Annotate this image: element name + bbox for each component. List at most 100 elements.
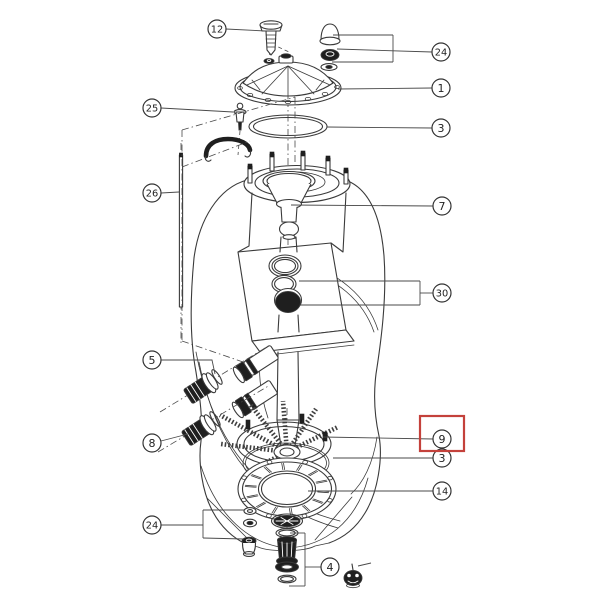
flange-bolt-hole (302, 460, 308, 465)
callout-circle (142, 98, 162, 118)
callout-circle (320, 557, 340, 577)
callout-number: 24 (435, 47, 447, 58)
callout-9: 9 (322, 429, 452, 449)
flange-bolt-hole (301, 513, 308, 519)
neck-studs (247, 150, 349, 185)
drain-plug-assembly (270, 513, 304, 584)
callout-number: 1 (438, 82, 445, 95)
drain-oring-bottom (277, 574, 297, 584)
fastener-set-bottom (241, 507, 258, 557)
flange-bolt-hole (327, 498, 333, 503)
callout-number: 7 (439, 200, 446, 213)
leader-line (336, 48, 433, 53)
callout-number: 8 (149, 437, 156, 450)
hex-nut (320, 49, 340, 61)
leader-line (225, 28, 267, 32)
flange-bolt-hole (327, 475, 333, 481)
callout-5: 5 (142, 350, 216, 375)
callout-circle (207, 19, 227, 39)
leader-line (290, 204, 434, 207)
callouts-layer: 12 24 1 3 25 26 7 30 5 8 9 3 14 24 4 (142, 19, 466, 587)
fitting-oring-upper (211, 369, 223, 385)
callout-circle (432, 429, 452, 449)
callout-circle (142, 350, 162, 370)
center-rod (178, 143, 184, 345)
washer (320, 63, 338, 71)
callout-circle (142, 183, 162, 203)
callout-25: 25 (142, 98, 234, 118)
callout-circle (432, 448, 452, 468)
callout-circle (431, 78, 451, 98)
callout-circle (432, 196, 452, 216)
callout-circle (431, 118, 451, 138)
flange-bolt-holes (241, 459, 333, 519)
callout-number: 30 (436, 288, 448, 299)
callout-24: 24 (142, 509, 245, 540)
small-knob-part (343, 562, 372, 589)
callout-number: 5 (149, 354, 156, 367)
elbow-pipes (157, 344, 279, 453)
bulkhead-fitting-upper (183, 372, 219, 404)
fitting-oring-lower (209, 411, 221, 427)
cap-nut (319, 23, 341, 46)
spider-gasket (270, 513, 304, 529)
callout-circle (142, 433, 162, 453)
callout-24: 24 (332, 34, 451, 63)
callout-circle (142, 515, 162, 535)
callout-circle (432, 283, 452, 303)
callout-4: 4 (289, 532, 340, 587)
flange-bolt-hole (266, 513, 272, 518)
flange-bolt-hole (266, 459, 273, 465)
callout-number: 3 (438, 122, 445, 135)
callout-number: 14 (436, 486, 448, 497)
callout-30: 30 (299, 280, 452, 306)
leader-line (160, 191, 180, 194)
callout-14: 14 (308, 481, 452, 501)
callout-7: 7 (290, 196, 452, 216)
lid-screw-boss (263, 53, 294, 64)
leader-line (337, 87, 433, 90)
callout-circle (431, 42, 451, 62)
callout-1: 1 (337, 78, 451, 98)
lid-oring (248, 114, 328, 139)
leader-line (202, 537, 245, 540)
callout-3: 3 (326, 118, 451, 138)
leader-line (161, 359, 216, 375)
callout-number: 3 (439, 452, 446, 465)
leader-line (160, 107, 234, 113)
flange-bolt-hole (241, 475, 247, 480)
flange-slots (244, 462, 330, 516)
callout-number: 26 (146, 188, 158, 199)
lid-flange-holes (237, 85, 340, 105)
lid-ribs (246, 65, 331, 100)
port-hole (273, 287, 303, 313)
retaining-clip (203, 136, 253, 162)
callout-number: 25 (146, 103, 158, 114)
bottom-port-plug (241, 536, 257, 557)
port-ring (268, 254, 302, 278)
bottom-flange (237, 457, 337, 521)
callout-12: 12 (207, 19, 267, 39)
callout-26: 26 (142, 183, 180, 203)
filter-lid (234, 53, 342, 106)
callout-8: 8 (142, 433, 189, 453)
callout-3: 3 (333, 448, 452, 468)
lid-screw (259, 20, 283, 56)
elbow-lower (231, 380, 278, 419)
callout-circle (432, 481, 452, 501)
flange-bolt-hole (241, 497, 247, 503)
internal-manifold (237, 242, 355, 419)
callout-number: 9 (439, 433, 446, 446)
leader-line (326, 126, 433, 129)
diffuser-funnel (262, 170, 316, 240)
lateral-hub (273, 444, 301, 460)
air-relief-valve (233, 102, 247, 156)
callout-number: 12 (211, 24, 223, 35)
callout-number: 24 (146, 520, 158, 531)
leader-line (160, 433, 189, 442)
fastener-set-top (319, 23, 341, 71)
manifold-shelf (251, 329, 355, 353)
drain-plug (275, 536, 299, 573)
